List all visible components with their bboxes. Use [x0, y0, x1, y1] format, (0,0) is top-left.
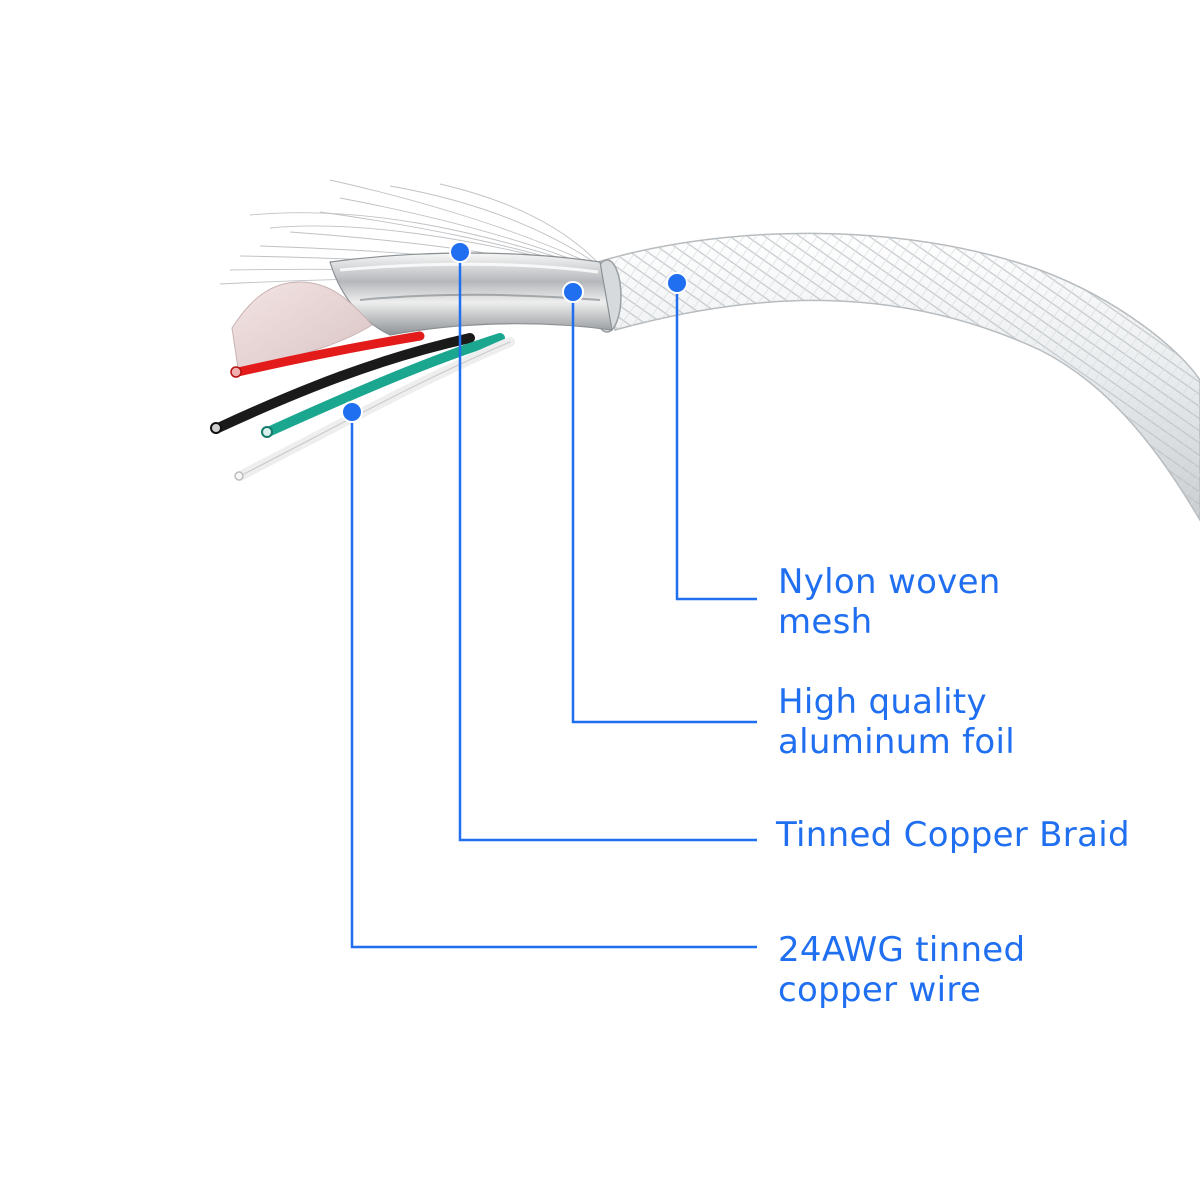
- nylon-dot: [666, 272, 688, 294]
- nylon-mesh-label-line1: Nylon woven: [778, 562, 1001, 602]
- copper-wire-label-line2: copper wire: [778, 970, 982, 1010]
- wire-leader-line: [350, 412, 757, 949]
- copper-wire-label: 24AWG tinned copper wire: [778, 930, 1025, 1010]
- callout-dots: [341, 241, 688, 423]
- aluminum-foil: [231, 252, 613, 369]
- nylon-mesh-label-line2: mesh: [778, 602, 873, 642]
- copper-braid-label-line1: Tinned Copper Braid: [776, 815, 1130, 855]
- inner-wires: [210, 331, 515, 481]
- aluminum-foil-label-line1: High quality: [778, 682, 987, 722]
- wire-dot: [341, 401, 363, 423]
- black-wire: [213, 333, 475, 433]
- nylon-leader-line: [675, 283, 757, 601]
- callout-lines: [350, 252, 757, 949]
- copper-braid-label: Tinned Copper Braid: [776, 815, 1130, 855]
- red-wire: [233, 331, 425, 377]
- foil-leader-line: [571, 292, 757, 724]
- braid-leader-line: [458, 252, 757, 842]
- copper-wire-label-line1: 24AWG tinned: [778, 930, 1026, 970]
- foil-dot: [562, 281, 584, 303]
- aluminum-foil-label-line2: aluminum foil: [778, 722, 1015, 762]
- green-wire: [263, 333, 505, 437]
- braid-dot: [449, 241, 471, 263]
- aluminum-foil-label: High quality aluminum foil: [778, 682, 1015, 762]
- nylon-mesh-label: Nylon woven mesh: [778, 562, 1001, 642]
